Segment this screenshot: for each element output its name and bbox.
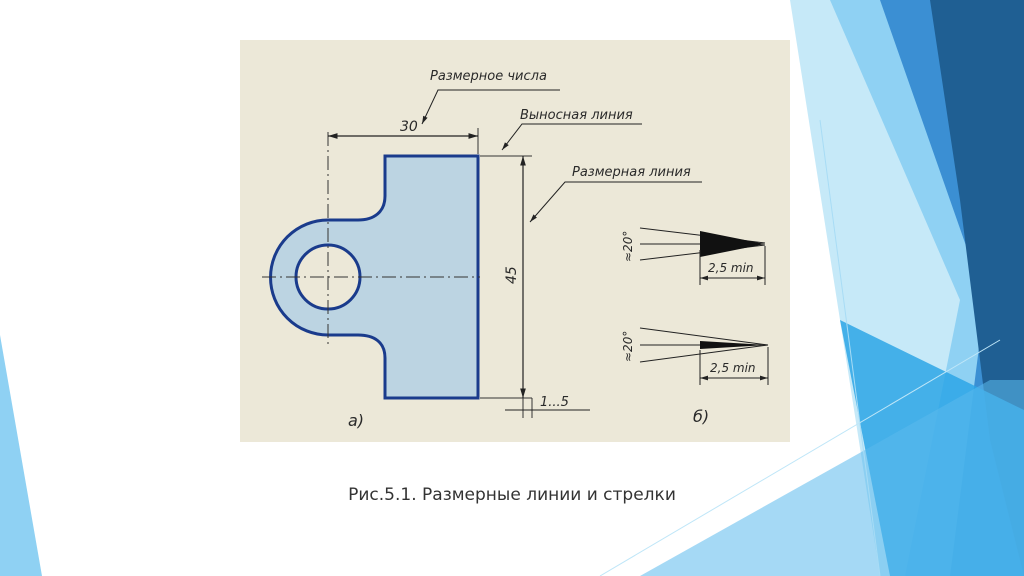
arrow-bottom-upper-edge bbox=[639, 327, 769, 346]
arrow-bottom-open bbox=[700, 341, 768, 349]
leader-dimension-line bbox=[529, 181, 702, 223]
leader-extension-line bbox=[501, 123, 642, 151]
label-dimension-number: Размерное числа bbox=[430, 69, 547, 84]
panel-label-b: б) bbox=[693, 407, 709, 426]
dimension-height-value: 45 bbox=[504, 266, 520, 284]
arrow-top-angle: ≈20° bbox=[621, 231, 635, 262]
arrow-bottom-length: 2,5 min bbox=[710, 361, 756, 375]
bottom-sweep bbox=[640, 380, 1024, 576]
arrow-top-length: 2,5 min bbox=[708, 261, 754, 275]
arrow-bottom-angle: ≈20° bbox=[621, 331, 635, 362]
label-dimension-line: Размерная линия bbox=[572, 165, 691, 180]
figure-caption: Рис.5.1. Размерные линии и стрелки bbox=[348, 485, 676, 505]
thin-line-2 bbox=[599, 339, 1001, 576]
left-accent-shape bbox=[0, 335, 42, 576]
label-extension-line: Выносная линия bbox=[520, 108, 633, 123]
dimension-width-value: 30 bbox=[400, 119, 418, 135]
dimension-offset-value: 1...5 bbox=[540, 395, 569, 410]
panel-label-a: а) bbox=[348, 411, 364, 430]
leader-dimension-number bbox=[421, 89, 560, 125]
arrow-top-filled bbox=[700, 231, 765, 257]
part-outline bbox=[269, 154, 480, 400]
thin-line-1 bbox=[819, 119, 881, 576]
arrow-bottom-lower-edge bbox=[639, 344, 769, 363]
technical-drawing: Размерное числа Выносная линия Размерная… bbox=[240, 40, 790, 442]
